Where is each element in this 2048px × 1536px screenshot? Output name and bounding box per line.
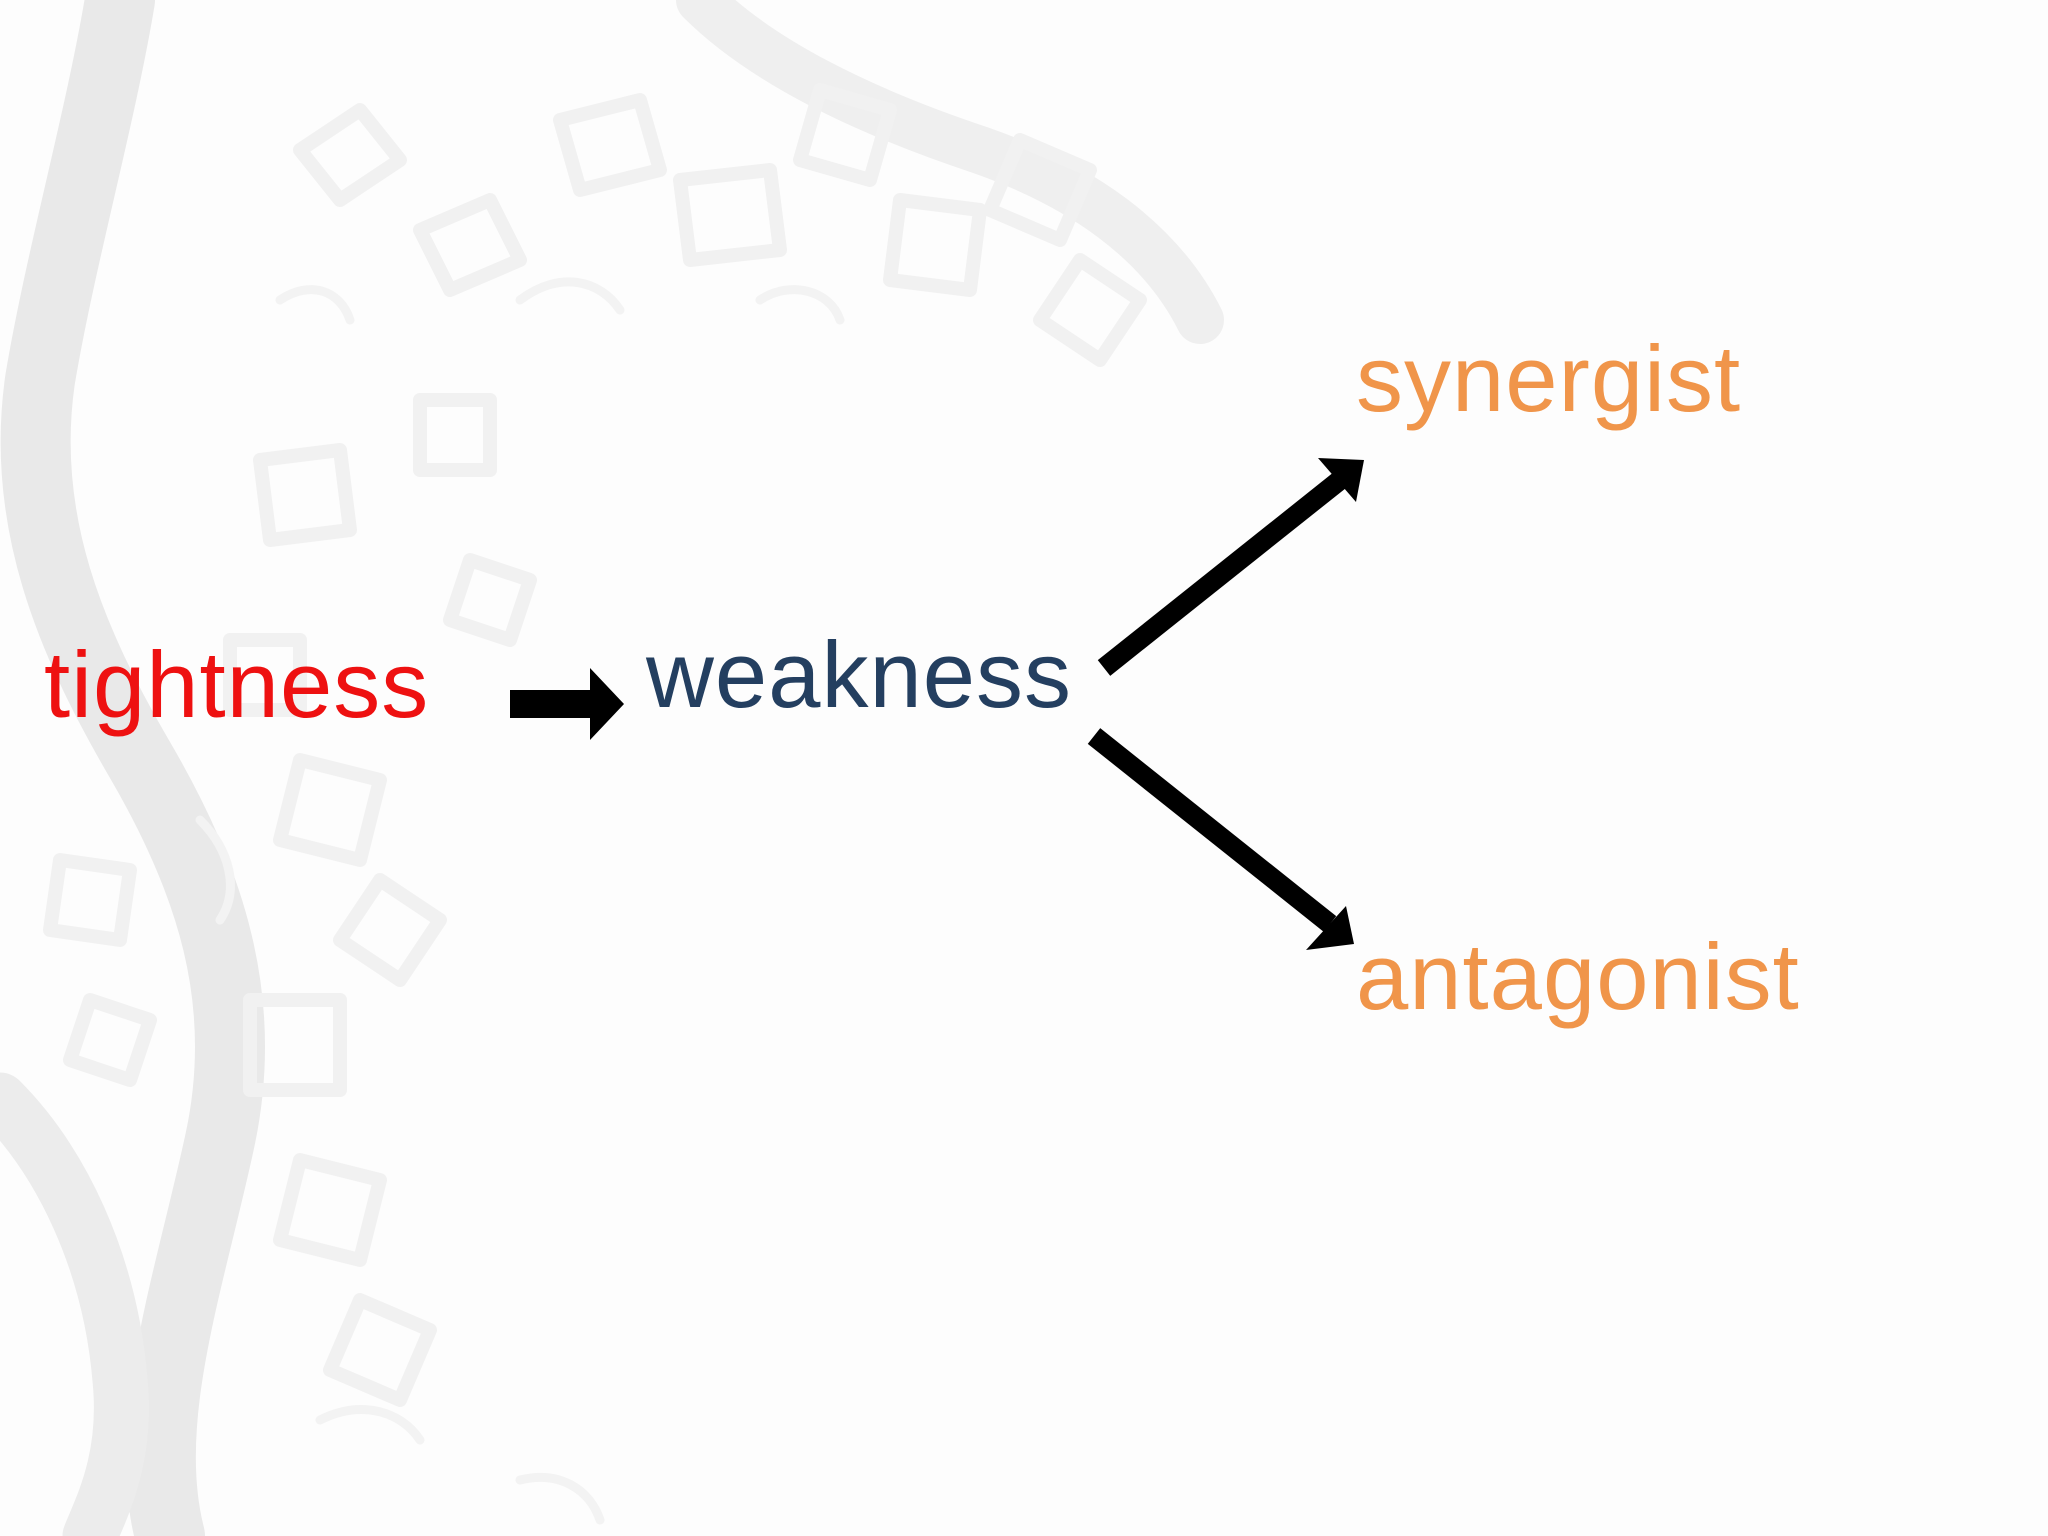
arrow-tightness-to-weakness	[510, 668, 624, 740]
node-synergist: synergist	[1356, 326, 1742, 431]
node-weakness: weakness	[646, 622, 1072, 727]
node-antagonist: antagonist	[1356, 924, 1800, 1029]
arrow-weakness-to-synergist	[1097, 458, 1364, 676]
node-tightness: tightness	[44, 632, 430, 737]
arrow-weakness-to-antagonist	[1087, 728, 1354, 950]
